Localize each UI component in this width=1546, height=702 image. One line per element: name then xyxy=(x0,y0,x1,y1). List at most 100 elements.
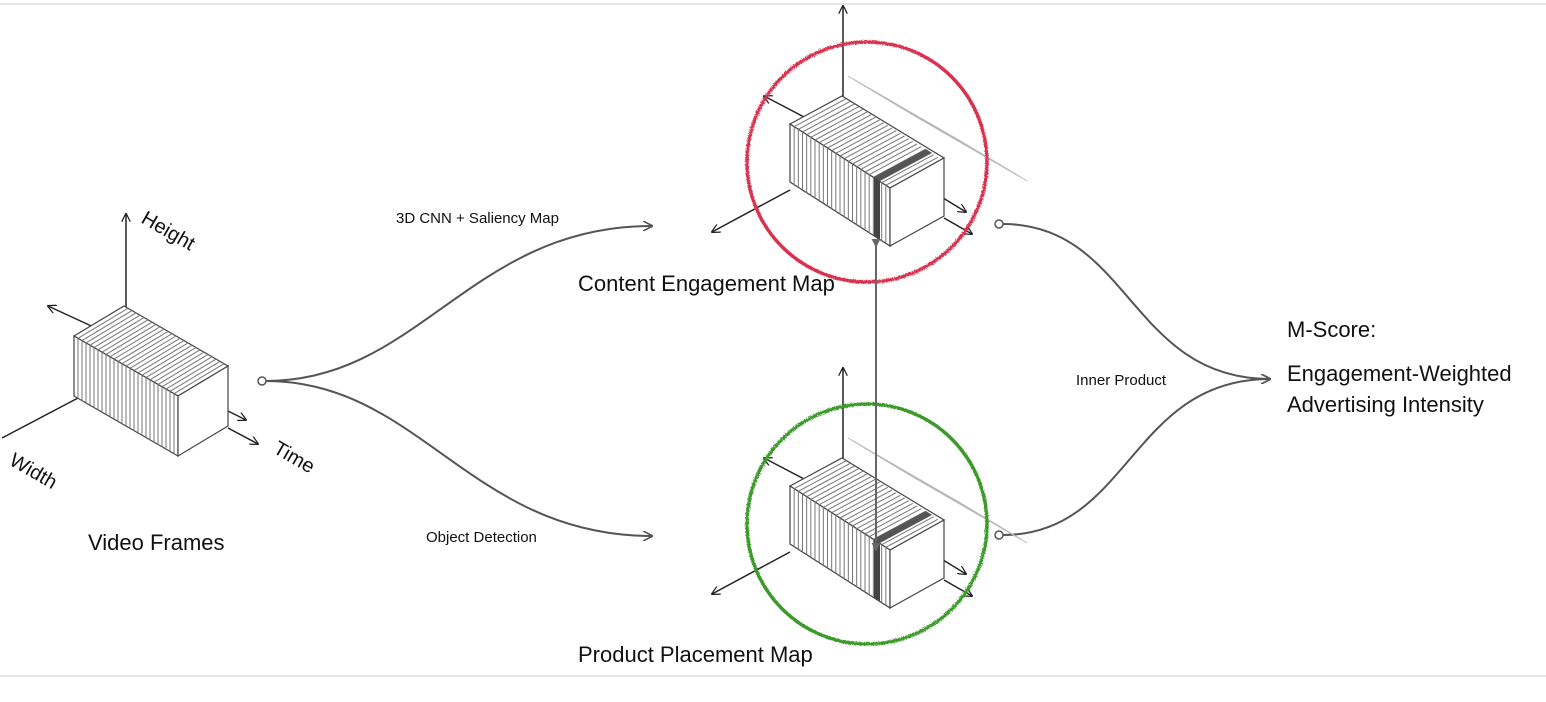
edge-label-object-detection: Object Detection xyxy=(426,529,537,546)
frame-slice-top xyxy=(85,312,137,344)
edge-label-3dcnn: 3D CNN + Saliency Map xyxy=(396,210,559,227)
map-frame-slice-top xyxy=(848,132,901,162)
map-frame-slice-top xyxy=(843,130,897,160)
frame-slice-top xyxy=(133,340,185,372)
frame-slice-top xyxy=(117,330,169,362)
map-frame-slice-top xyxy=(806,106,859,136)
map-frame-slice-top xyxy=(823,478,876,508)
current-frame-top xyxy=(874,511,932,543)
frame-slice-top xyxy=(101,321,153,353)
map-frame-slice-top xyxy=(818,476,872,506)
edge-placement-to-mscore xyxy=(1002,379,1270,536)
map-frame-slice-top xyxy=(827,481,880,511)
map-frame-slice-top xyxy=(793,460,847,490)
edge-to-placement xyxy=(265,380,652,536)
frame-slice-top xyxy=(137,342,189,374)
map-frame-slice-top xyxy=(798,100,851,130)
frame-slice-top xyxy=(149,349,201,381)
frame-slice-top xyxy=(113,328,165,360)
map-frame-slice-top xyxy=(835,124,889,154)
frame-slice-top xyxy=(145,347,197,378)
frame-slice-top xyxy=(153,351,205,383)
frame-slice-top xyxy=(109,326,161,358)
video-output-port xyxy=(257,376,267,386)
map-frame-slice-top xyxy=(802,103,855,133)
map-frame-slice-top xyxy=(827,119,880,149)
map-frame-slice-top xyxy=(885,518,939,548)
frame-slice-top xyxy=(173,363,225,395)
height-axis-label: Height xyxy=(138,207,199,255)
map-depth-axis xyxy=(764,458,807,481)
map-depth-axis xyxy=(764,96,807,119)
frame-slice-top xyxy=(125,335,177,367)
future-frame xyxy=(956,138,1028,182)
map-frame-slice-top xyxy=(814,473,868,503)
map-frame-slice-top xyxy=(814,111,868,141)
map-frame-slice-top xyxy=(885,156,939,186)
time-axis-label: Time xyxy=(270,437,319,478)
video-frames-label: Video Frames xyxy=(88,530,225,555)
map-width-axis xyxy=(712,189,791,232)
map-frame-slice-top xyxy=(864,143,918,173)
map-frame-slice-top xyxy=(856,138,909,168)
edge-engagement-to-mscore xyxy=(1002,223,1270,379)
map-frame-slice-top xyxy=(860,140,914,170)
map-frame-slice-top xyxy=(873,148,926,178)
map-frame-slice-top xyxy=(793,98,847,128)
frame-slice-top xyxy=(165,358,217,390)
map-frame-slice-top xyxy=(852,135,905,165)
map-cube-end xyxy=(889,518,945,610)
map-frame-slice-top xyxy=(818,114,872,144)
placement-output-port xyxy=(994,530,1004,540)
frame-slice-top xyxy=(161,356,213,388)
width-axis-label: Width xyxy=(6,449,61,494)
edge-to-engagement xyxy=(265,226,652,382)
product-placement-label: Product Placement Map xyxy=(578,642,813,667)
map-frame-slice-top xyxy=(881,516,934,546)
map-frame-slice-top xyxy=(806,468,859,498)
map-frame-slice-top xyxy=(810,470,864,500)
future-frame xyxy=(956,500,1028,544)
frame-slice-top xyxy=(157,354,209,385)
map-width-axis xyxy=(712,551,791,594)
frame-slice-top xyxy=(129,337,181,369)
map-frame-slice-top xyxy=(798,462,851,492)
frame-slice-top xyxy=(121,333,173,365)
frame-slice-top xyxy=(97,319,149,351)
frame-slice-top xyxy=(93,317,145,348)
mscore-line1: Engagement-Weighted xyxy=(1287,361,1512,386)
mscore-line2: Advertising Intensity xyxy=(1287,392,1484,417)
width-axis xyxy=(1,397,79,439)
frame-slice-top xyxy=(169,360,221,392)
frame-slice-top xyxy=(81,310,133,342)
content-engagement-label: Content Engagement Map xyxy=(578,271,835,296)
map-frame-slice-top xyxy=(810,108,864,138)
map-frame-slice-top xyxy=(881,154,934,184)
frame-slice-top xyxy=(105,324,157,355)
map-frame-slice-top xyxy=(843,492,897,522)
map-cube-end xyxy=(889,156,945,248)
inner-product-label: Inner Product xyxy=(1076,372,1167,389)
map-frame-slice-top xyxy=(839,127,893,157)
current-frame-front xyxy=(874,177,880,240)
content-engagement-cube xyxy=(712,6,1028,248)
current-frame-front xyxy=(874,539,880,602)
map-frame-slice-top xyxy=(873,510,926,540)
map-frame-slice-top xyxy=(860,502,914,532)
map-frame-slice-top xyxy=(839,489,893,519)
map-time-axis xyxy=(943,579,972,596)
map-time-axis xyxy=(943,217,972,234)
time-axis xyxy=(227,427,258,444)
mscore-title: M-Score: xyxy=(1287,317,1376,342)
frame-slice-top xyxy=(77,307,129,339)
cube-end xyxy=(177,364,229,458)
current-frame-top xyxy=(874,149,932,181)
product-placement-ring xyxy=(745,402,989,646)
map-frame-slice-top xyxy=(802,465,855,495)
frame-slice-top xyxy=(89,314,141,346)
map-frame-slice-top xyxy=(831,122,884,152)
content-engagement-ring xyxy=(745,40,989,284)
engagement-output-port xyxy=(994,219,1004,229)
map-frame-slice-top xyxy=(868,146,922,176)
